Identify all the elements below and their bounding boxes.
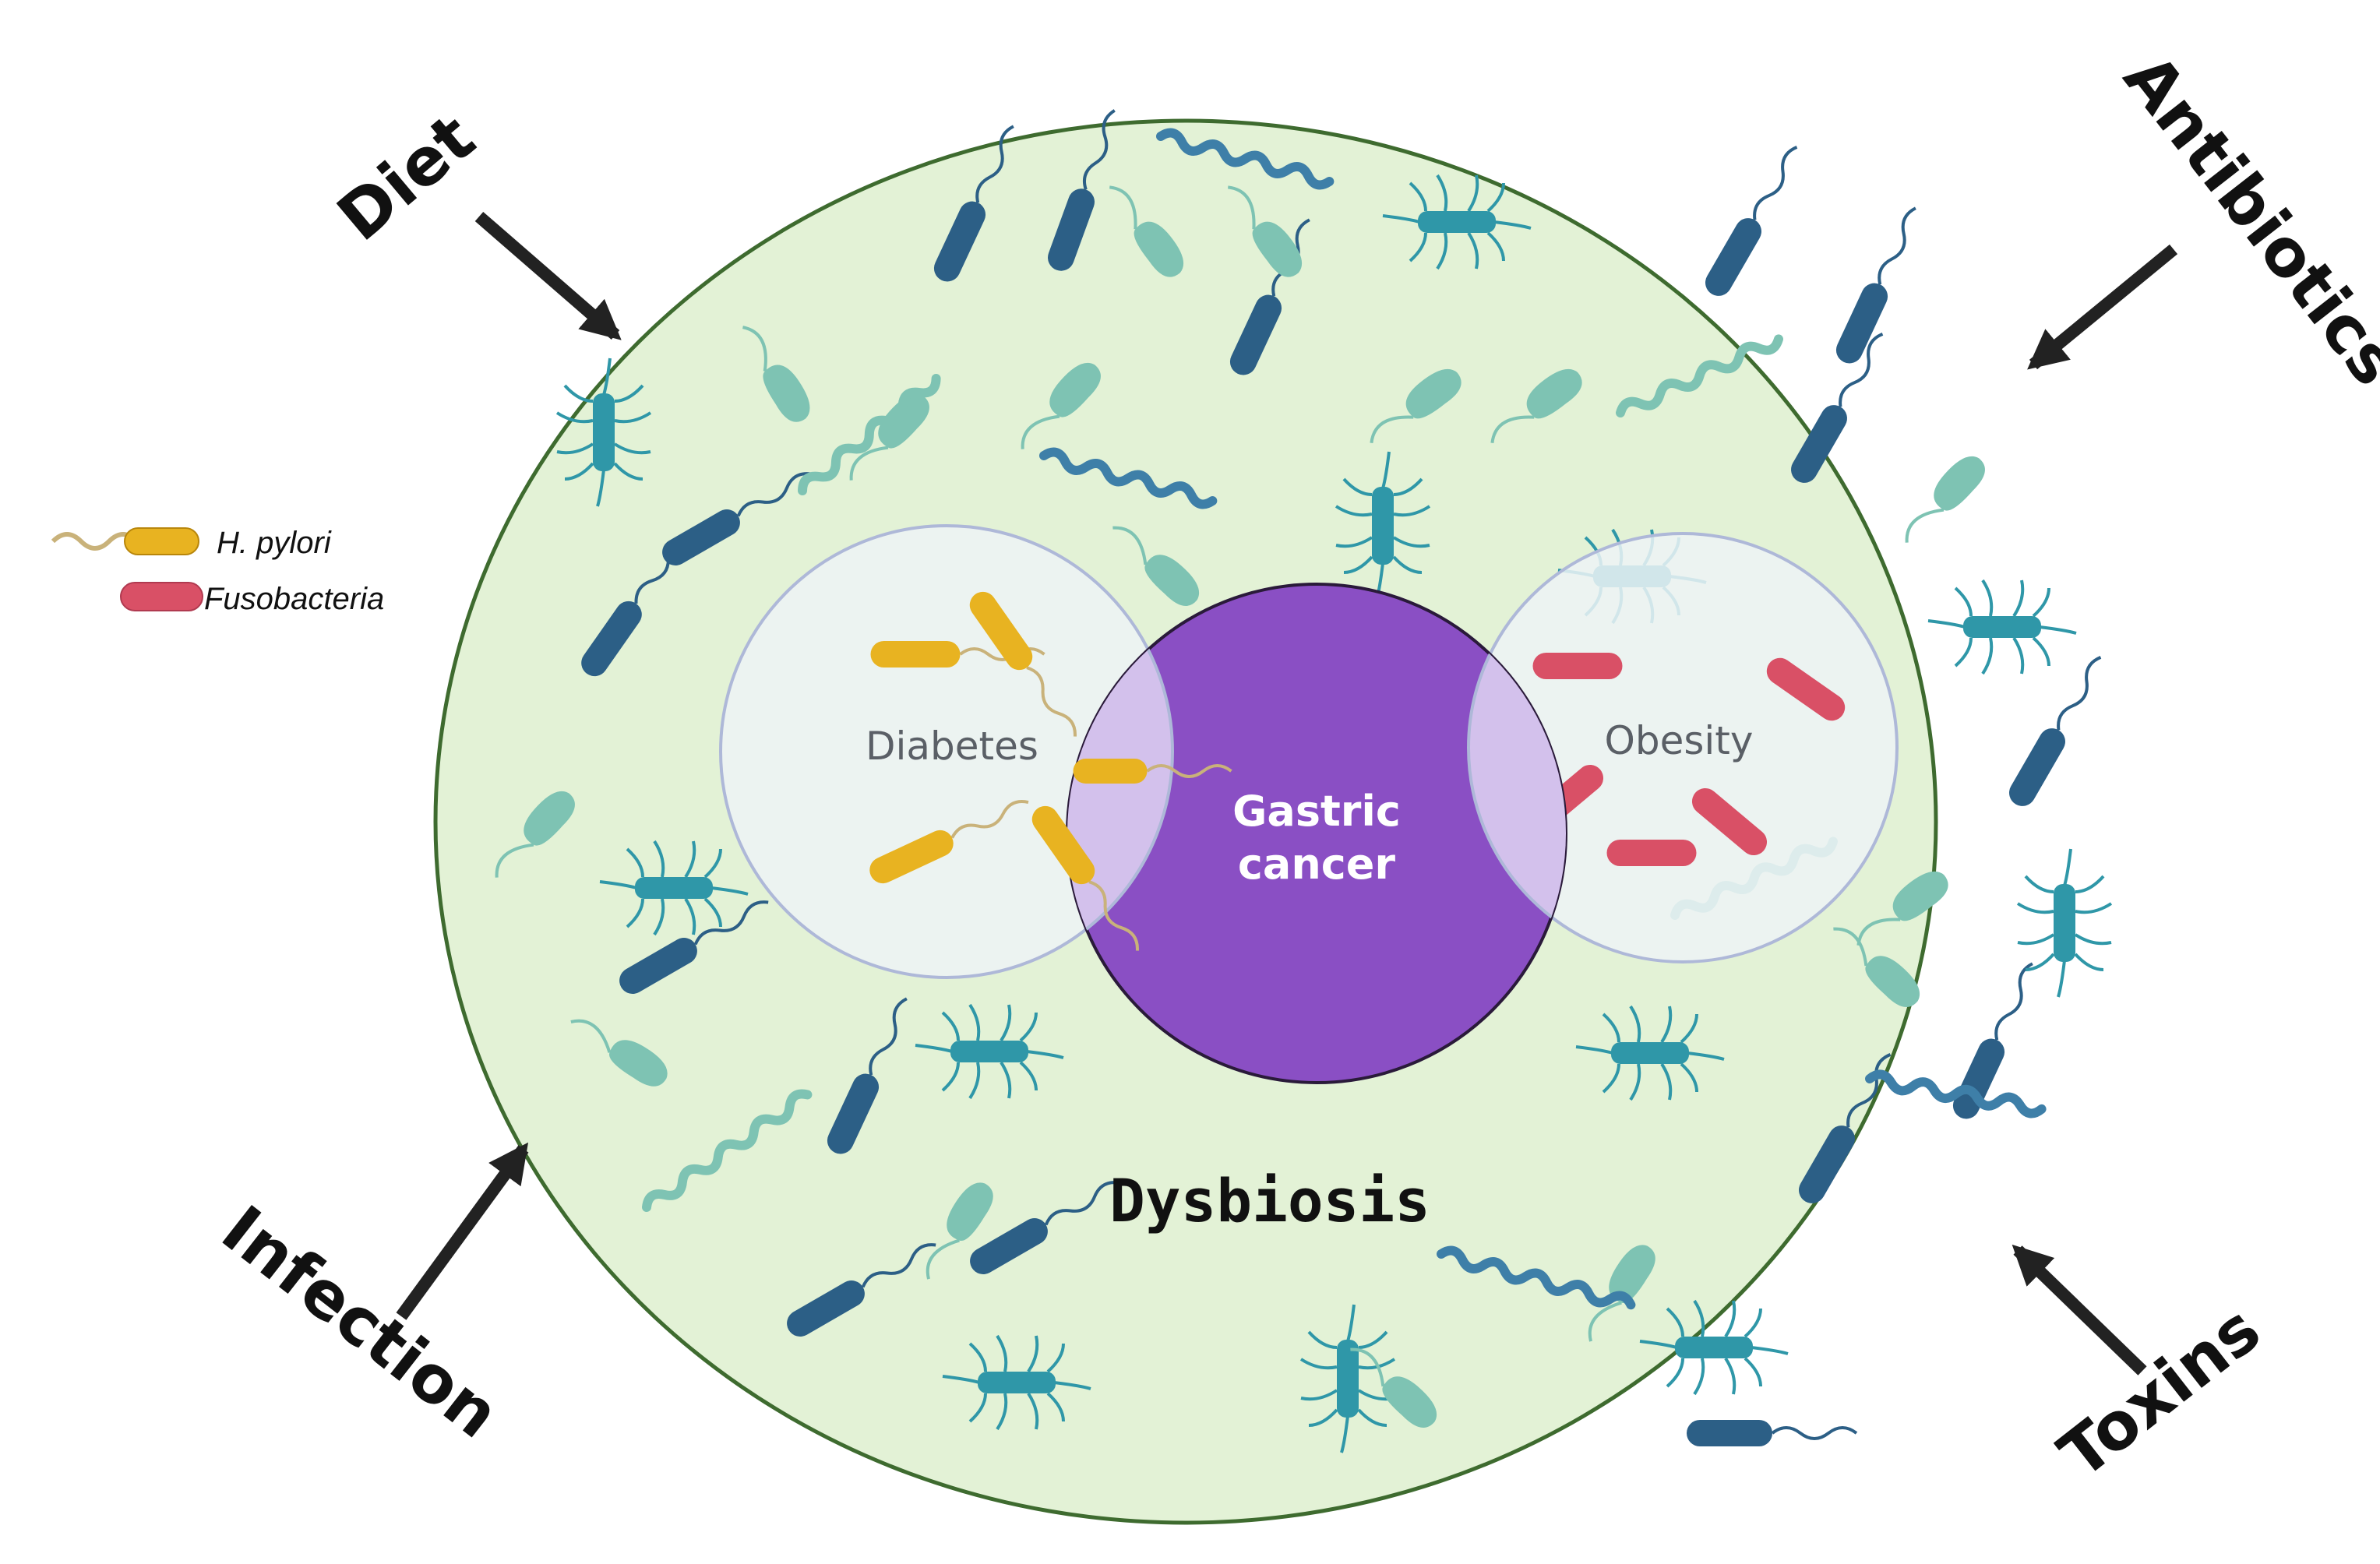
bean-bacterium (1370, 368, 1461, 444)
dark-rod-bacterium (619, 900, 769, 994)
overlap-pathogens (1031, 759, 1232, 951)
bean-bacterium (1112, 526, 1200, 606)
h-pylori-bacterium (1073, 759, 1232, 784)
diet-label: Diet (323, 99, 489, 255)
bean-bacterium (1227, 185, 1303, 277)
dark-rod-bacterium (1705, 145, 1798, 296)
spiky-bacterium (1335, 451, 1431, 601)
spiky-bacterium (599, 840, 749, 936)
h-pylori-bacterium (869, 800, 1029, 884)
bean-bacterium (742, 326, 810, 422)
diabetes-overlap (1067, 584, 1174, 979)
dark-rod-bacterium (662, 472, 812, 565)
bean-bacterium (1109, 185, 1184, 277)
dark-rod-bacterium (1835, 206, 1916, 364)
bean-bacterium (926, 1182, 993, 1280)
antibiotics-label: Antibiotics (2110, 40, 2380, 400)
dark-rod-bacterium (1048, 109, 1116, 271)
toxins-arrow (2012, 1244, 2147, 1376)
spiky-bacterium (2016, 848, 2113, 998)
h-pylori-flagella-icon (51, 532, 139, 551)
dark-rod-bacterium (581, 533, 686, 677)
spirochete-bacterium (642, 1089, 813, 1212)
bean-bacterium (1833, 927, 1920, 1007)
gastric-cancer-label-line1: Gastric (1232, 787, 1401, 836)
diet-arrow (474, 211, 622, 340)
h-pylori-bacterium (969, 591, 1077, 737)
spiky-bacterium (1575, 1005, 1725, 1101)
fusobacteria-bacterium (1766, 657, 1846, 721)
h-pylori-icon (124, 527, 199, 555)
spirochete-bacterium (1039, 447, 1218, 509)
dark-rod-bacterium (2009, 655, 2102, 806)
bean-bacterium (1350, 1347, 1437, 1428)
dysbiosis-label: Dysbiosis (1109, 1166, 1430, 1235)
gastric-cancer-label-line2: cancer (1238, 840, 1396, 889)
bean-bacterium (1856, 871, 1948, 946)
dark-rod-bacterium (970, 1181, 1119, 1274)
pathogen-bacteria (869, 591, 1846, 884)
h-pylori-bacterium (1031, 805, 1139, 951)
spiky-bacterium (1382, 174, 1532, 270)
fusobacteria-icon (120, 582, 203, 611)
dark-rod-bacterium (1799, 1052, 1892, 1203)
spirochete-bacterium (1865, 1069, 2047, 1118)
legend-h-pylori-label: H. pylori (217, 526, 332, 560)
legend-item-h-pylori: H. pylori (51, 526, 332, 560)
obesity-overlap (1467, 584, 1566, 963)
spirochete-bacterium (798, 374, 941, 495)
antibiotics-arrow (2027, 244, 2178, 370)
bean-bacterium (495, 791, 575, 878)
bean-bacterium (1490, 368, 1582, 444)
bean-bacterium (570, 1019, 668, 1087)
dark-rod-bacterium (1952, 962, 2033, 1119)
bean-bacterium (1021, 362, 1101, 449)
dark-rod-bacterium (933, 125, 1014, 282)
spiky-bacterium (942, 1334, 1091, 1431)
legend-item-fusobacteria: Fusobacteria (120, 582, 384, 616)
bean-bacterium (849, 393, 929, 481)
infection-arrow (396, 1142, 529, 1320)
bean-bacterium (1588, 1245, 1655, 1342)
dark-rod-bacterium (1687, 1420, 1858, 1446)
diabetes-label: Diabetes (866, 724, 1038, 769)
spiky-bacterium (1927, 579, 2077, 675)
bean-bacterium (1905, 456, 1985, 543)
fusobacteria-bacterium (1606, 840, 1697, 866)
obesity-label: Obesity (1605, 718, 1754, 763)
dark-rod-bacterium (787, 1243, 936, 1337)
spirochete-bacterium (1437, 1245, 1636, 1310)
dark-rod-bacterium (1791, 332, 1884, 483)
spiky-bacterium (915, 1003, 1064, 1100)
spirochete-bacterium (1616, 334, 1784, 417)
fusobacteria-bacterium (1691, 787, 1768, 856)
spiky-bacterium (555, 358, 652, 507)
legend: H. pylori Fusobacteria (51, 526, 384, 616)
legend-fusobacteria-label: Fusobacteria (204, 582, 384, 616)
fusobacteria-bacterium (1532, 653, 1623, 679)
toxins-label: Toxins (2045, 1291, 2274, 1493)
spirochete-bacterium (1156, 128, 1335, 190)
spiky-bacterium (1639, 1299, 1789, 1396)
dark-rod-bacterium (827, 997, 908, 1154)
h-pylori-bacterium (870, 641, 1045, 668)
